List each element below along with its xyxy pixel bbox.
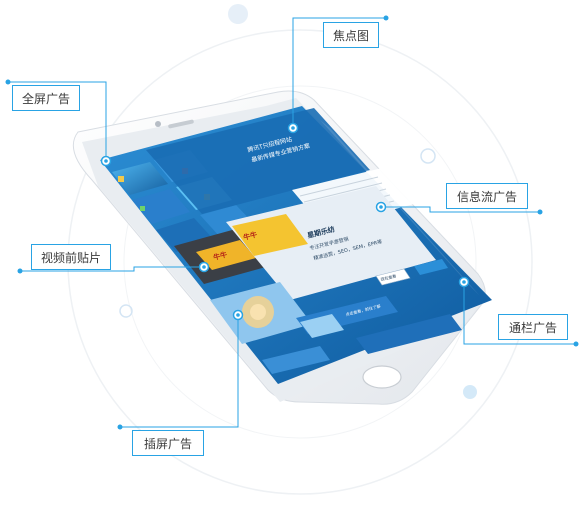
camera-icon: [155, 121, 161, 127]
banner-ad-label: 通栏广告: [498, 314, 568, 340]
interstitial-ad-label: 插屏广告: [132, 430, 204, 456]
feed-ad-card: 牛牛 星期乐纺 专注开发手游营销 精准运营，SEO，SEM，EPR等 现在查看: [226, 186, 448, 300]
fullscreen-ad-label: 全屏广告: [12, 85, 80, 111]
svg-text:牛牛: 牛牛: [212, 250, 228, 262]
focus-image-label: 焦点图: [323, 22, 379, 48]
interstitial-ad-panel: [210, 282, 312, 344]
phone-screen: 腾讯T只招程网站 最新传媒专业营销方案 牛牛 牛牛: [100, 106, 492, 384]
feed-ad-label: 信息流广告: [446, 183, 528, 209]
focus-image-panel: [146, 108, 370, 214]
callout-lines: [8, 17, 576, 428]
speaker-icon: [168, 119, 194, 129]
home-button-icon: [362, 365, 402, 389]
banner-ad-strips: 点击查看，前往了解: [262, 296, 462, 374]
video-preroll-label: 视频前贴片: [31, 244, 111, 270]
anchor-dots: [100, 122, 470, 321]
card-button: 现在查看: [380, 272, 397, 282]
svg-text:牛牛: 牛牛: [242, 230, 258, 242]
line-end-dots: [5, 15, 579, 430]
